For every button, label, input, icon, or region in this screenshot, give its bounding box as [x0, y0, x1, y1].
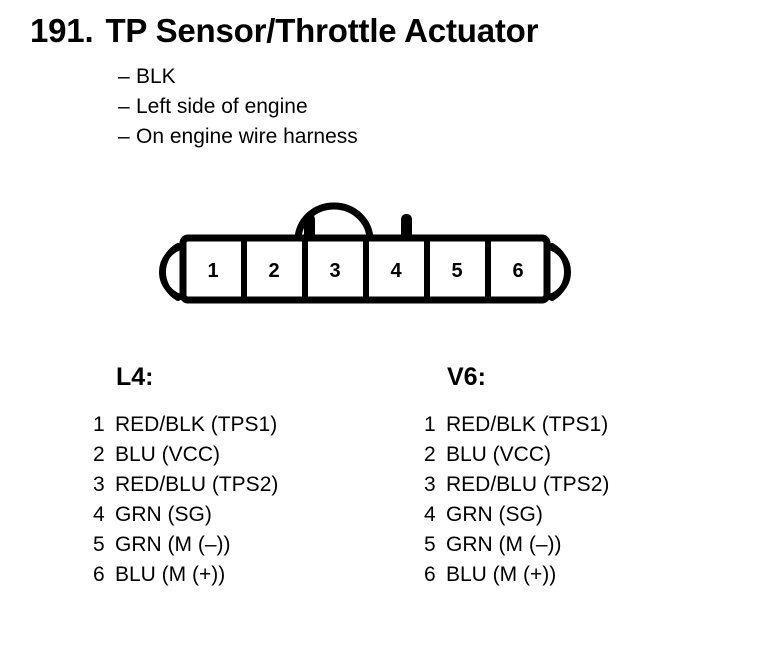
pin-number: 3 — [424, 473, 436, 496]
pin-label: RED/BLU (TPS2) — [446, 473, 610, 496]
detail-item: –BLK — [118, 62, 638, 92]
pin-row: 1 RED/BLK (TPS1) — [424, 410, 724, 440]
detail-item: –On engine wire harness — [118, 122, 638, 152]
connector-right-inner-arc — [539, 243, 571, 301]
pin-label: GRN (M (–)) — [115, 533, 231, 556]
pin-label: RED/BLU (TPS2) — [115, 473, 279, 496]
connector-diagram: 1 2 3 4 5 6 — [140, 200, 590, 320]
pin-row: 3 RED/BLU (TPS2) — [93, 470, 393, 500]
page-title-text: TP Sensor/Throttle Actuator — [105, 12, 539, 49]
cavity-number-2: 2 — [268, 260, 279, 282]
page-title-number: 191. — [30, 12, 94, 49]
pin-row-list-l4: 1 RED/BLK (TPS1) 2 BLU (VCC) 3 RED/BLU (TPS… — [93, 410, 393, 590]
cavity-number-3: 3 — [329, 260, 340, 282]
connector-latch-arch-icon — [294, 202, 374, 241]
pin-row-list-v6: 1 RED/BLK (TPS1) 2 BLU (VCC) 3 RED/BLU (TPS… — [424, 410, 724, 590]
pin-label: RED/BLK (TPS1) — [446, 413, 609, 436]
pin-number: 2 — [93, 443, 105, 466]
pin-label: RED/BLK (TPS1) — [115, 413, 278, 436]
pin-row: 5 GRN (M (–)) — [424, 530, 724, 560]
pin-number: 4 — [93, 503, 105, 526]
cavity-number-4: 4 — [390, 260, 402, 282]
pin-number: 3 — [93, 473, 105, 496]
pin-label: BLU (M (+)) — [115, 563, 226, 586]
pin-number: 1 — [93, 413, 105, 436]
pin-row: 6 BLU (M (+)) — [424, 560, 724, 590]
pin-row: 4 GRN (SG) — [424, 500, 724, 530]
detail-item-label: Left side of engine — [136, 95, 308, 118]
pin-row: 2 BLU (VCC) — [93, 440, 393, 470]
pin-row: 1 RED/BLK (TPS1) — [93, 410, 393, 440]
page-title: 191. TP Sensor/Throttle Actuator — [30, 12, 538, 50]
pinout-heading-v6: V6: — [447, 363, 486, 391]
cavity-number-1: 1 — [207, 260, 218, 282]
pin-number: 5 — [93, 533, 105, 556]
pin-label: GRN (M (–)) — [446, 533, 562, 556]
cavity-number-5: 5 — [451, 260, 462, 282]
pin-row: 6 BLU (M (+)) — [93, 560, 393, 590]
dash-bullet-icon: – — [118, 125, 130, 148]
dash-bullet-icon: – — [118, 65, 130, 88]
pin-label: BLU (VCC) — [446, 443, 552, 466]
connector-left-inner-arc — [159, 243, 191, 301]
pin-number: 4 — [424, 503, 436, 526]
pin-row: 5 GRN (M (–)) — [93, 530, 393, 560]
pin-number: 2 — [424, 443, 436, 466]
pin-row: 2 BLU (VCC) — [424, 440, 724, 470]
pin-row: 4 GRN (SG) — [93, 500, 393, 530]
pin-label: BLU (M (+)) — [446, 563, 557, 586]
detail-item-label: On engine wire harness — [136, 125, 358, 148]
pin-row: 3 RED/BLU (TPS2) — [424, 470, 724, 500]
detail-item: –Left side of engine — [118, 92, 638, 122]
pin-number: 6 — [93, 563, 105, 586]
cavity-number-6: 6 — [512, 260, 523, 282]
pin-label: GRN (SG) — [446, 503, 543, 526]
pin-number: 5 — [424, 533, 436, 556]
pin-label: BLU (VCC) — [115, 443, 221, 466]
connector-graphic: 1 2 3 4 5 6 — [159, 202, 571, 304]
pin-label: GRN (SG) — [115, 503, 212, 526]
pin-number: 1 — [424, 413, 436, 436]
detail-item-label: BLK — [136, 65, 176, 88]
pin-number: 6 — [424, 563, 436, 586]
pinout-heading-l4: L4: — [116, 363, 154, 391]
detail-list: –BLK –Left side of engine –On engine wir… — [118, 62, 638, 152]
dash-bullet-icon: – — [118, 95, 130, 118]
